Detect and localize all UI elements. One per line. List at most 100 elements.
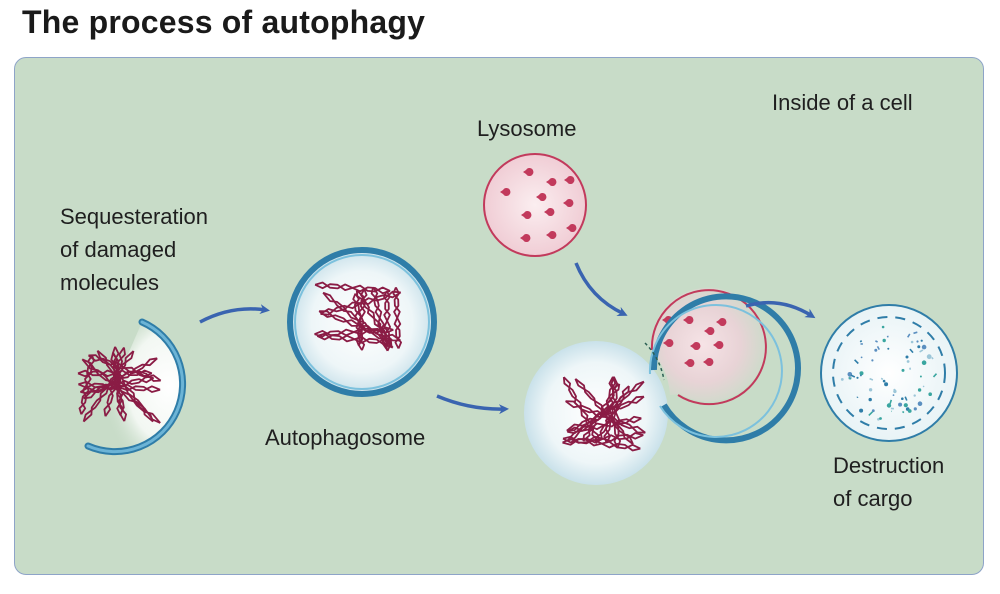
enzyme-dot: [563, 199, 574, 207]
debris-fragment: [898, 402, 903, 407]
debris-fragment: [840, 378, 844, 381]
debris-fragment: [913, 394, 916, 397]
label-sequestration-line-3: molecules: [60, 270, 160, 295]
page-title: The process of autophagy: [22, 4, 426, 40]
enzyme-dot: [704, 326, 715, 335]
debris-fragment: [928, 392, 932, 397]
molecule-strand: [316, 332, 392, 346]
label-inside-of-a-cell: Inside of a cell: [772, 90, 913, 115]
debris-fragment: [919, 375, 922, 378]
debris-fragment: [906, 360, 910, 363]
debris-fragment: [917, 345, 921, 349]
enzyme-dot: [546, 177, 557, 186]
debris-fragment: [921, 344, 927, 350]
debris-fragment: [871, 409, 875, 413]
molecule-strand: [566, 395, 645, 432]
debris-fragment: [903, 403, 908, 408]
label-lysosome: Lysosome: [477, 116, 577, 141]
debris-fragment: [907, 333, 911, 338]
debris-fragment: [859, 408, 864, 413]
lysosome-enzymes: [500, 167, 577, 242]
debris-fragment: [868, 397, 872, 402]
debris-fragment: [892, 394, 895, 396]
molecule-strand: [562, 433, 644, 444]
enzyme-dot: [520, 234, 531, 242]
autophagosome-cargo: [314, 281, 402, 352]
molecule-strand: [370, 287, 389, 350]
molecule-strand: [104, 346, 125, 417]
debris-fragment: [860, 374, 862, 377]
enzyme-dot: [716, 317, 727, 326]
debris-fragment: [910, 340, 914, 344]
debris-fragment: [884, 382, 889, 387]
label-sequestration-line-1: Sequesteration: [60, 204, 208, 229]
debris-fragment: [902, 410, 905, 414]
debris-fragment: [913, 331, 918, 335]
enzyme-dot: [690, 342, 701, 350]
debris-fragment: [919, 349, 924, 353]
debris-fragment: [907, 409, 912, 413]
debris-fragment: [859, 340, 863, 343]
debris-fragment: [848, 376, 852, 380]
molecule-strand: [88, 354, 161, 382]
debris-fragment: [874, 348, 878, 352]
molecule-strand: [96, 350, 154, 422]
enzyme-dot: [546, 230, 557, 239]
enzyme-dot: [500, 187, 511, 196]
debris-fragment: [922, 385, 925, 388]
debris-fragment: [875, 340, 878, 343]
debris-fragment: [854, 359, 859, 365]
debris-fragment: [869, 377, 874, 381]
debris-fragment: [887, 347, 890, 350]
enzyme-dot: [564, 175, 575, 184]
label-destruction-line-2: of cargo: [833, 486, 913, 511]
debris-fragment: [932, 373, 938, 378]
debris-fragment: [876, 346, 880, 350]
enzyme-dot: [683, 315, 694, 324]
label-destruction: Destruction of cargo: [833, 449, 944, 515]
debris-fragment: [882, 379, 886, 383]
debris-fragment: [909, 348, 914, 354]
debris-fragment: [904, 396, 908, 401]
cell-panel: [14, 57, 984, 575]
fusing-lysosome-enzymes: [662, 315, 727, 367]
debris-fragment: [871, 359, 874, 362]
debris-fragment: [881, 325, 885, 329]
degraded-cargo-debris: [840, 325, 938, 421]
debris-fragment: [931, 356, 934, 360]
molecule-strand: [82, 350, 135, 423]
lysosome: [483, 153, 587, 257]
molecule-strand: [320, 291, 402, 315]
fusing-autophagosome-cargo: [562, 376, 646, 452]
debris-fragment: [868, 388, 873, 392]
enzyme-dot: [684, 358, 695, 367]
enzyme-dot: [663, 339, 674, 347]
debris-fragment: [916, 340, 919, 343]
label-autophagosome: Autophagosome: [265, 425, 426, 450]
debris-fragment: [917, 401, 923, 407]
label-destruction-line-1: Destruction: [833, 453, 945, 478]
autolysosome: [820, 304, 958, 442]
enzyme-dot: [523, 167, 534, 176]
debris-fragment: [901, 368, 905, 372]
debris-fragment: [850, 374, 856, 378]
label-sequestration-line-2: of damaged: [60, 237, 177, 262]
debris-fragment: [901, 397, 904, 401]
debris-fragment: [860, 356, 863, 359]
debris-fragment: [882, 338, 886, 343]
debris-fragment: [921, 360, 927, 366]
debris-fragment: [868, 411, 874, 416]
arrow-autophagosome-to-fusion: [436, 394, 509, 415]
molecule-strand: [314, 281, 391, 295]
label-sequestration: Sequesteration of damaged molecules: [60, 200, 208, 299]
enzyme-dot: [713, 340, 724, 349]
debris-fragment: [877, 418, 880, 421]
molecule-strand: [355, 290, 393, 347]
debris-fragment: [905, 355, 909, 359]
debris-fragment: [889, 399, 893, 404]
molecule-strand: [594, 385, 630, 444]
arrow-fusion-to-destruction: [745, 300, 816, 319]
molecule-strand: [566, 381, 645, 442]
arrow-lysosome-to-fusion: [574, 262, 628, 316]
